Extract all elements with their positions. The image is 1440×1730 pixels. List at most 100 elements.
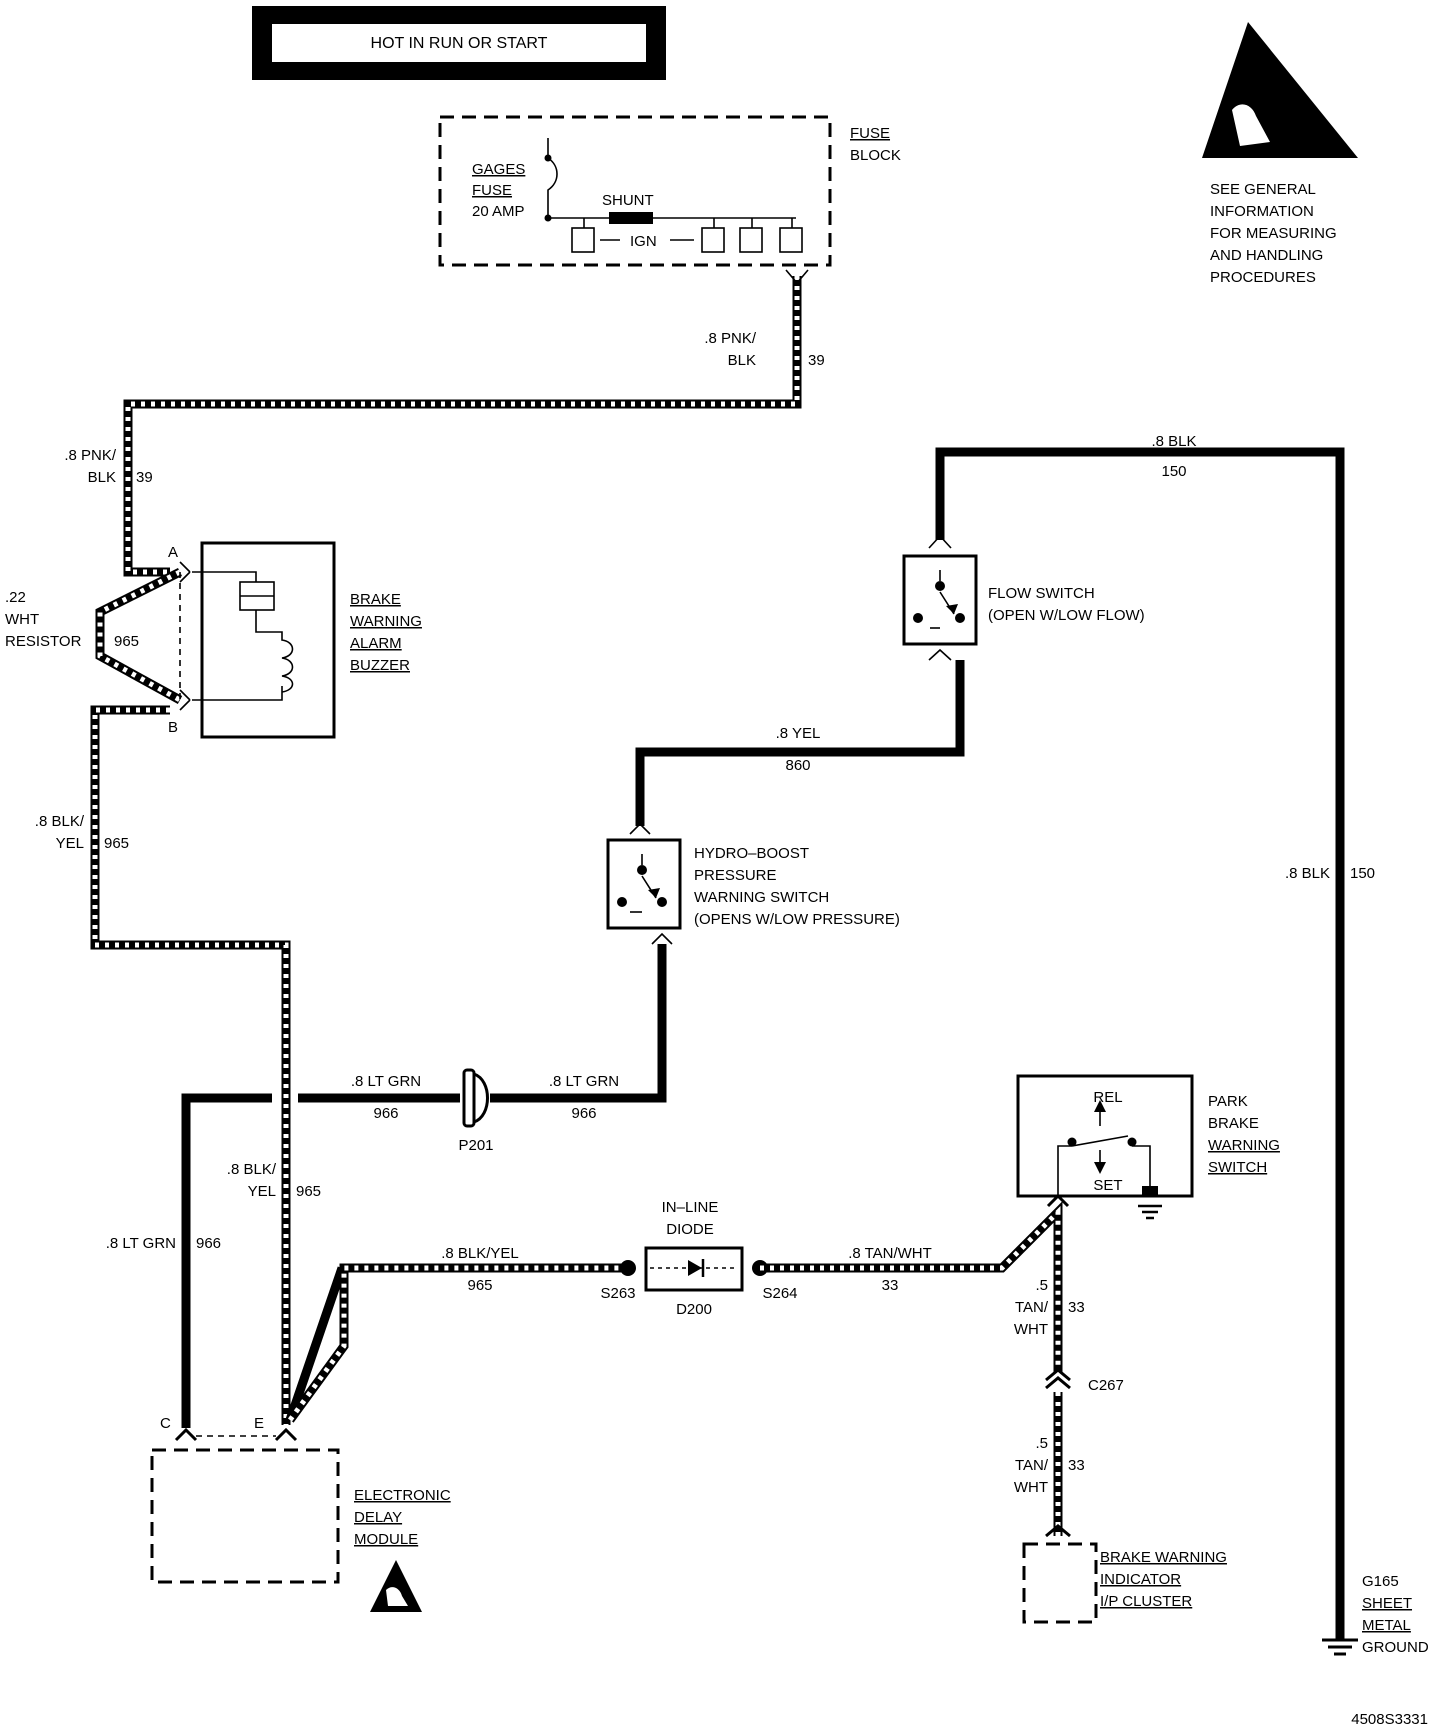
brake-warning-indicator [1022,1524,1098,1624]
hydro-switch-label: HYDRO–BOOST [694,845,809,862]
indicator-label: BRAKE WARNING [1100,1549,1227,1566]
pin-e-label: E [254,1415,264,1432]
flow-switch [902,534,978,661]
wire-label: BLK [728,352,756,369]
ground-g165-icon [1322,1638,1358,1656]
wire-label: .8 YEL [776,725,821,742]
buzzer-label: BRAKE [350,591,401,608]
wire-circuit: 860 [785,757,810,774]
fuse-label-gages: GAGES [472,161,525,178]
esd-warning: SEE GENERAL INFORMATION FOR MEASURING AN… [1202,22,1358,286]
wire-label: .8 LT GRN [106,1235,176,1252]
resistor-circuit: 965 [114,633,139,650]
buzzer-label: WARNING [350,613,422,630]
fuse-label-fuse: FUSE [472,182,512,199]
power-banner: HOT IN RUN OR START [252,6,666,80]
wire-label: .8 LT GRN [549,1073,619,1090]
figure-id: 4508S3331 [1351,1711,1428,1728]
park-switch-label: WARNING [1208,1137,1280,1154]
wire-label: .5 [1035,1277,1048,1294]
pin-a-label: A [168,544,178,561]
wire-circuit: 966 [571,1105,596,1122]
wire-label: .5 [1035,1435,1048,1452]
resistor-965 [95,567,183,704]
wire-circuit: 966 [373,1105,398,1122]
ground-label: GROUND [1362,1639,1429,1656]
wire-circuit: 33 [1068,1299,1085,1316]
park-switch-label: BRAKE [1208,1115,1259,1132]
delay-module-label: DELAY [354,1509,402,1526]
wire-label: .8 PNK/ [64,447,117,464]
connector-p201 [462,1068,489,1128]
wire-circuit: 966 [196,1235,221,1252]
inline-diode [644,1246,744,1292]
hydro-switch-label: WARNING SWITCH [694,889,829,906]
wire-label: YEL [248,1183,276,1200]
esd-note-line: PROCEDURES [1210,269,1316,286]
resistor-gauge: .22 [5,589,26,606]
wire-label: TAN/ [1015,1457,1049,1474]
fuse-block-label-1: FUSE [850,125,890,142]
wire-860 [635,660,965,826]
brake-warning-buzzer [179,541,336,739]
wire-label: .8 PNK/ [704,330,757,347]
wire-label: BLK [88,469,116,486]
pin-b-label: B [168,719,178,736]
ground-label: G165 [1362,1573,1399,1590]
wire-label: .8 BLK/YEL [441,1245,519,1262]
indicator-label: I/P CLUSTER [1100,1593,1192,1610]
wire-label: .8 TAN/WHT [848,1245,932,1262]
diode-label: IN–LINE [662,1199,719,1216]
wire-label: YEL [56,835,84,852]
wire-150 [935,447,1345,1640]
ign-label: IGN [630,233,657,250]
esd-note-line: FOR MEASURING [1210,225,1337,242]
wire-label: .8 BLK/ [35,813,85,830]
wire-label: .8 BLK [1285,865,1330,882]
esd-note-line: AND HANDLING [1210,247,1323,264]
diode-label: DIODE [666,1221,714,1238]
wire-circuit: 33 [882,1277,899,1294]
wire-circuit: 39 [136,469,153,486]
s264-label: S264 [762,1285,797,1302]
hydro-switch-label: PRESSURE [694,867,777,884]
wire-label: TAN/ [1015,1299,1049,1316]
ground-label: SHEET [1362,1595,1412,1612]
electronic-delay-module [150,1427,340,1584]
fuse-element [547,138,796,219]
wire-966 [181,944,667,1428]
esd-note-line: SEE GENERAL [1210,181,1316,198]
p201-label: P201 [458,1137,493,1154]
connector-fuse-out [785,269,809,285]
ground-label: METAL [1362,1617,1411,1634]
wire-label: .8 BLK [1151,433,1196,450]
pin-c-label: C [160,1415,171,1432]
ign-terminals [571,218,803,253]
buzzer-label: BUZZER [350,657,410,674]
delay-module-label: MODULE [354,1531,418,1548]
esd-warning-icon [370,1560,422,1612]
wire-label: .8 LT GRN [351,1073,421,1090]
wire-39 [123,276,802,577]
wire-label: WHT [1014,1479,1048,1496]
indicator-label: INDICATOR [1100,1571,1181,1588]
wire-33 [760,1201,1063,1536]
diode-id: D200 [676,1301,712,1318]
park-set-label: SET [1093,1177,1122,1194]
hydro-boost-switch [606,822,682,945]
buzzer-label: ALARM [350,635,402,652]
wire-circuit: 965 [296,1183,321,1200]
wire-circuit: 965 [104,835,129,852]
park-brake-switch [1016,1074,1194,1220]
c267-label: C267 [1088,1377,1124,1394]
resistor-color: WHT [5,611,39,628]
wire-circuit: 39 [808,352,825,369]
shunt-bar [609,212,653,224]
wire-circuit: 965 [467,1277,492,1294]
wire-circuit: 33 [1068,1457,1085,1474]
resistor-label: RESISTOR [5,633,82,650]
wire-label: .8 BLK/ [227,1161,277,1178]
fuse-label-amp: 20 AMP [472,203,525,220]
park-switch-label: PARK [1208,1093,1248,1110]
